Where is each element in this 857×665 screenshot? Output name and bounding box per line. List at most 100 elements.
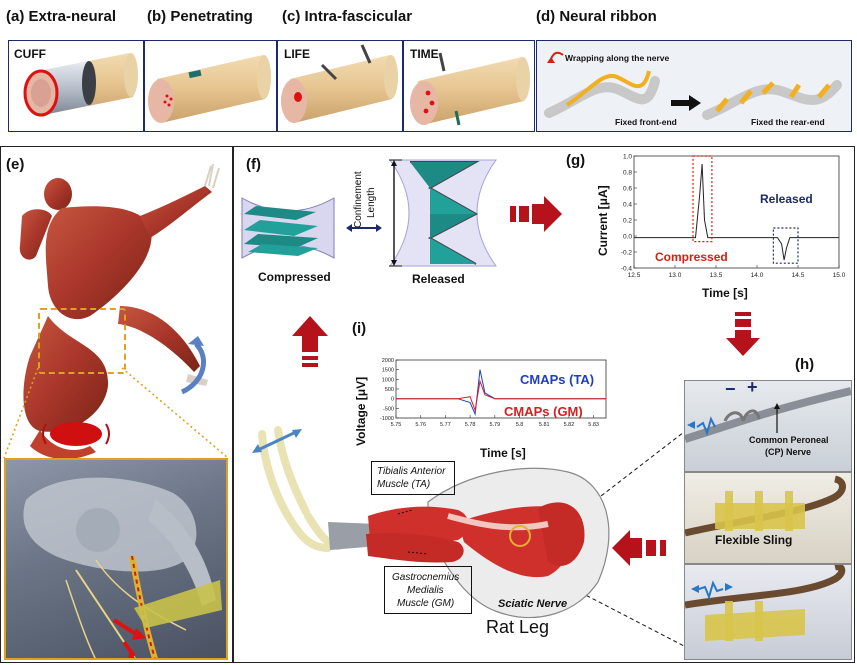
panel-i-label: (i) bbox=[352, 320, 367, 337]
chart-g-compressed-box bbox=[692, 155, 713, 243]
chart-g-xtick-label: 13.5 bbox=[710, 272, 723, 279]
chart-g-xtick-label: 15.0 bbox=[833, 272, 846, 279]
cuff-electrode-illustration bbox=[23, 53, 138, 117]
cp-nerve-illustration bbox=[685, 387, 851, 443]
chart-g-series-line bbox=[634, 163, 839, 261]
chart-i-plot-area bbox=[395, 359, 607, 419]
sling-wrapped-illustration bbox=[685, 565, 846, 641]
panel-h-top-image: − + Common Peroneal (CP) Nerve bbox=[684, 380, 852, 472]
chart-i-ytick-label: 1500 bbox=[382, 368, 394, 374]
chart-g-xtick-label: 13.0 bbox=[669, 272, 682, 279]
ta-muscle-label-2: Muscle (TA) bbox=[377, 479, 431, 490]
chart-i-ytick-label: -500 bbox=[383, 406, 394, 412]
chart-g-ytick-label: 0.2 bbox=[623, 218, 632, 225]
chart-g-ytick-label: 0.0 bbox=[623, 234, 632, 241]
chart-g-ytick-label: 0.8 bbox=[623, 170, 632, 177]
chart-g-xtick-label: 12.5 bbox=[628, 272, 641, 279]
chart-i-legend-gm: CMAPs (GM) bbox=[504, 404, 583, 419]
penetrating-electrode-illustration bbox=[148, 55, 271, 123]
arrow-f-to-g bbox=[510, 196, 562, 232]
panel-a-box: CUFF bbox=[8, 40, 144, 132]
gm-muscle-label-2: Medialis bbox=[407, 585, 444, 596]
panel-c-life-box: LIFE bbox=[277, 40, 403, 132]
panel-h-label: (h) bbox=[795, 356, 815, 373]
fixed-front-text: Fixed front-end bbox=[615, 117, 677, 127]
life-electrode-illustration bbox=[281, 44, 398, 123]
panel-a-label: (a) Extra-neural bbox=[6, 8, 117, 25]
arrow-h-to-leg bbox=[612, 530, 666, 566]
chart-i-xlabel: Time [s] bbox=[480, 446, 526, 460]
chart-i-series-line-1 bbox=[396, 379, 606, 413]
chart-i-ytick-label: 1000 bbox=[382, 377, 394, 383]
ta-label-box bbox=[371, 461, 455, 495]
bottom-frame bbox=[0, 146, 855, 663]
chart-g-ylabel: Current [μA] bbox=[596, 185, 610, 256]
chart-g-ytick-label: 1.0 bbox=[623, 154, 632, 161]
panel-c-label: (c) Intra-fascicular bbox=[282, 8, 413, 25]
flexible-sling-illustration bbox=[685, 475, 846, 537]
panel-h-bottom-image bbox=[684, 564, 852, 660]
minus-sign: − bbox=[725, 380, 736, 399]
panel-e-divider bbox=[232, 146, 234, 663]
chart-g-xtick-label: 14.5 bbox=[792, 272, 805, 279]
panel-f-label: (f) bbox=[246, 156, 261, 173]
current-chart-g: 1.0 0.8 0.6 0.4 0.2 0.0 -0.2 -0.412.5 13.0 13.5 14… bbox=[621, 154, 846, 280]
sciatic-nerve-label: Sciatic Nerve bbox=[498, 598, 568, 610]
double-arrow-f bbox=[346, 224, 382, 232]
chart-g-xlabel: Time [s] bbox=[702, 286, 748, 300]
human-anatomy-illustration bbox=[19, 163, 220, 460]
neural-ribbon-illustration bbox=[544, 51, 842, 120]
chart-g-ytick-label: -0.4 bbox=[621, 266, 633, 273]
chart-g-ytick-label: -0.2 bbox=[621, 250, 633, 257]
chart-i-xtick-label: 5.75 bbox=[391, 422, 402, 428]
time-electrode-illustration bbox=[410, 52, 530, 126]
panel-g-label: (g) bbox=[566, 152, 586, 169]
chart-g-ytick-label: 0.4 bbox=[623, 202, 632, 209]
time-label: TIME bbox=[410, 47, 439, 61]
chart-i-legend-ta: CMAPs (TA) bbox=[520, 372, 595, 387]
arrow-g-to-h bbox=[726, 312, 760, 356]
gm-label-box bbox=[384, 566, 472, 614]
compressed-label-f: Compressed bbox=[258, 270, 331, 284]
cp-nerve-label-1: Common Peroneal bbox=[749, 435, 829, 445]
chart-g-plot-area bbox=[633, 155, 840, 269]
cuff-label: CUFF bbox=[14, 47, 46, 61]
released-origami-illustration bbox=[389, 159, 497, 267]
pelvis-inset bbox=[4, 458, 228, 660]
chart-i-ytick-label: 0 bbox=[391, 397, 394, 403]
chart-g-ytick-label: 0.6 bbox=[623, 186, 632, 193]
chart-i-xtick-label: 5.8 bbox=[516, 422, 524, 428]
life-label: LIFE bbox=[284, 47, 310, 61]
flexible-sling-label: Flexible Sling bbox=[715, 533, 793, 547]
wrapping-text: Wrapping along the nerve bbox=[565, 53, 670, 63]
panel-e-label: (e) bbox=[6, 156, 25, 173]
confinement-text: Confinement bbox=[353, 171, 364, 228]
hip-selection-box bbox=[38, 308, 126, 374]
confinement-length-bracket bbox=[389, 159, 402, 267]
chart-i-xtick-label: 5.78 bbox=[465, 422, 476, 428]
chart-i-xtick-label: 5.83 bbox=[588, 422, 599, 428]
panel-b-label: (b) Penetrating bbox=[147, 8, 253, 25]
chart-g-xtick-label: 14.0 bbox=[751, 272, 764, 279]
ta-muscle-label-1: Tibialis Anterior bbox=[377, 466, 446, 477]
zoom-projection-lines bbox=[3, 367, 229, 459]
panel-d-box: Wrapping along the nerve Fixed front-end… bbox=[536, 40, 852, 132]
chart-i-ytick-label: 500 bbox=[385, 387, 394, 393]
red-muscle-blob bbox=[42, 422, 110, 446]
chart-i-xtick-label: 5.76 bbox=[415, 422, 426, 428]
chart-i-xtick-label: 5.79 bbox=[489, 422, 500, 428]
cp-nerve-label-2: (CP) Nerve bbox=[765, 447, 812, 457]
chart-i-ytick-label: -1000 bbox=[380, 416, 394, 422]
chart-i-ytick-label: 2000 bbox=[382, 358, 394, 364]
chart-i-xtick-label: 5.82 bbox=[564, 422, 575, 428]
plus-sign: + bbox=[747, 380, 758, 397]
chart-g-released-box bbox=[772, 227, 799, 264]
chart-g-compressed-annot: Compressed bbox=[655, 250, 728, 264]
chart-i-xtick-label: 5.81 bbox=[539, 422, 550, 428]
panel-d-label: (d) Neural ribbon bbox=[536, 8, 657, 25]
rat-leg-label: Rat Leg bbox=[486, 617, 550, 637]
pelvis-illustration bbox=[23, 477, 222, 658]
chart-i-xtick-label: 5.77 bbox=[440, 422, 451, 428]
gm-muscle-label-3: Muscle (GM) bbox=[397, 598, 455, 609]
